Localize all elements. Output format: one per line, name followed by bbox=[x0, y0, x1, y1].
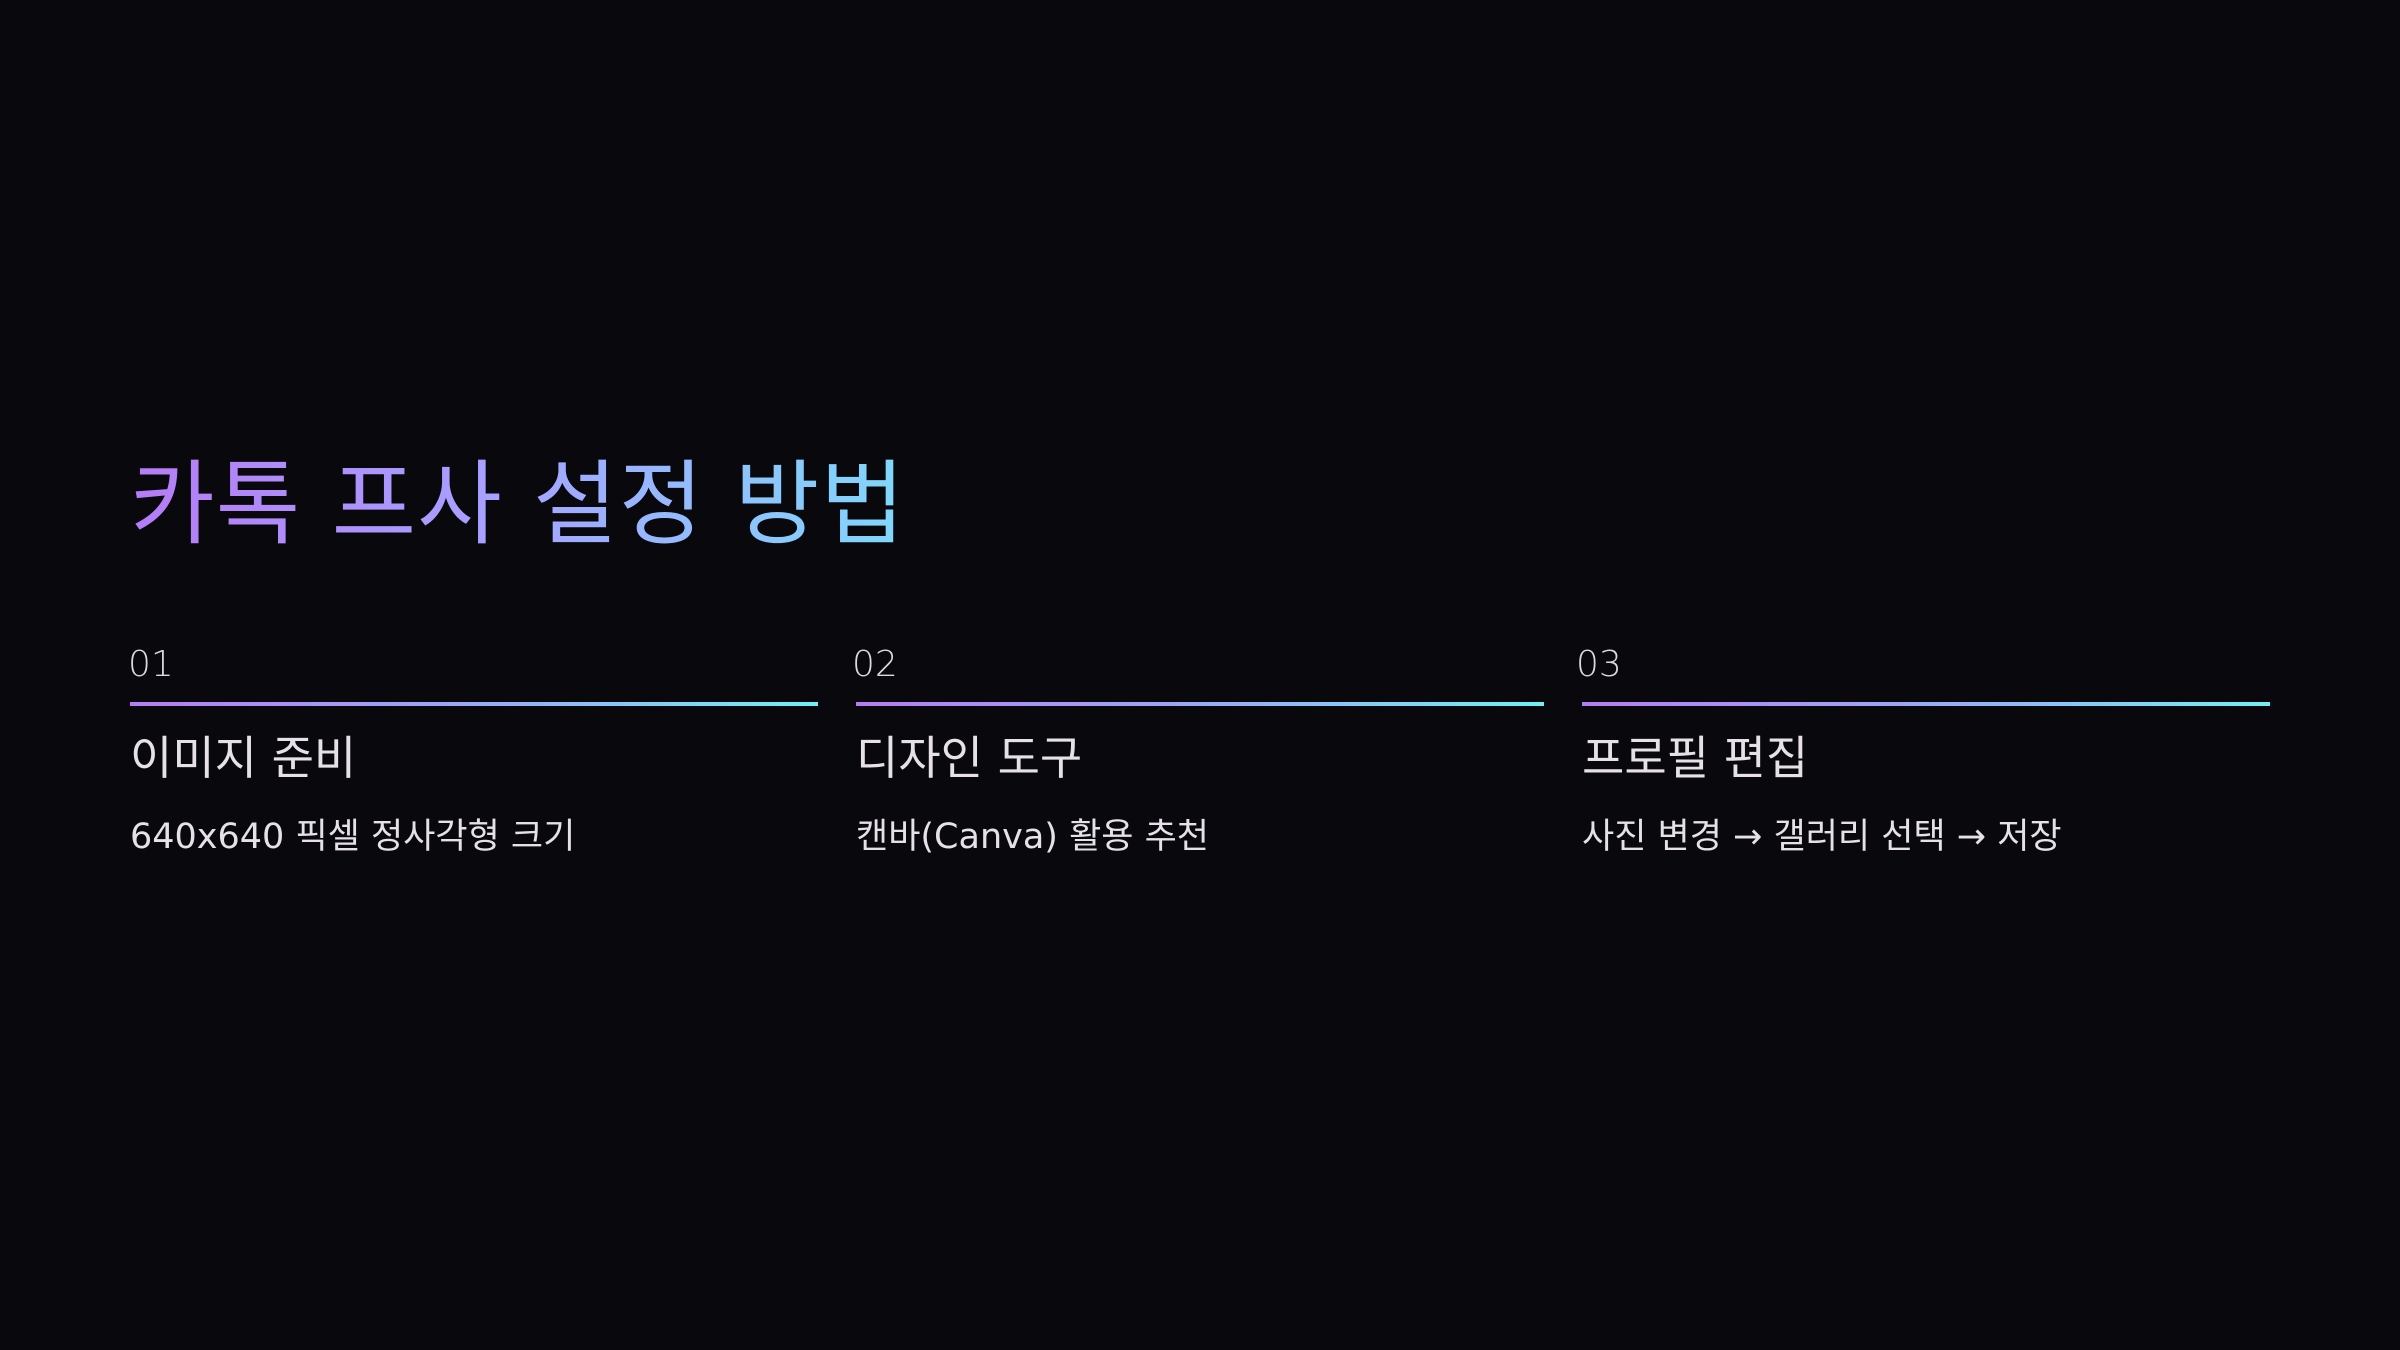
steps-row: 01 이미지 준비 640x640 픽셀 정사각형 크기 02 디자인 도구 캔… bbox=[128, 640, 2270, 862]
step-number: 03 bbox=[1576, 644, 1622, 685]
step-divider bbox=[130, 702, 818, 706]
step-description: 사진 변경 → 갤러리 선택 → 저장 bbox=[1582, 817, 2062, 857]
step-1: 01 이미지 준비 640x640 픽셀 정사각형 크기 bbox=[128, 640, 818, 862]
step-heading: 이미지 준비 bbox=[130, 731, 357, 785]
step-heading: 디자인 도구 bbox=[856, 731, 1083, 785]
step-number: 01 bbox=[128, 644, 174, 685]
step-heading: 프로필 편집 bbox=[1582, 731, 1809, 785]
step-2: 02 디자인 도구 캔바(Canva) 활용 추천 bbox=[852, 640, 1544, 862]
step-description: 640x640 픽셀 정사각형 크기 bbox=[130, 817, 576, 857]
step-divider bbox=[856, 702, 1544, 706]
step-3: 03 프로필 편집 사진 변경 → 갤러리 선택 → 저장 bbox=[1576, 640, 2270, 862]
step-description: 캔바(Canva) 활용 추천 bbox=[856, 817, 1209, 857]
slide-title: 카톡 프사 설정 방법 bbox=[130, 440, 906, 570]
step-divider bbox=[1582, 702, 2270, 706]
step-number: 02 bbox=[852, 644, 898, 685]
